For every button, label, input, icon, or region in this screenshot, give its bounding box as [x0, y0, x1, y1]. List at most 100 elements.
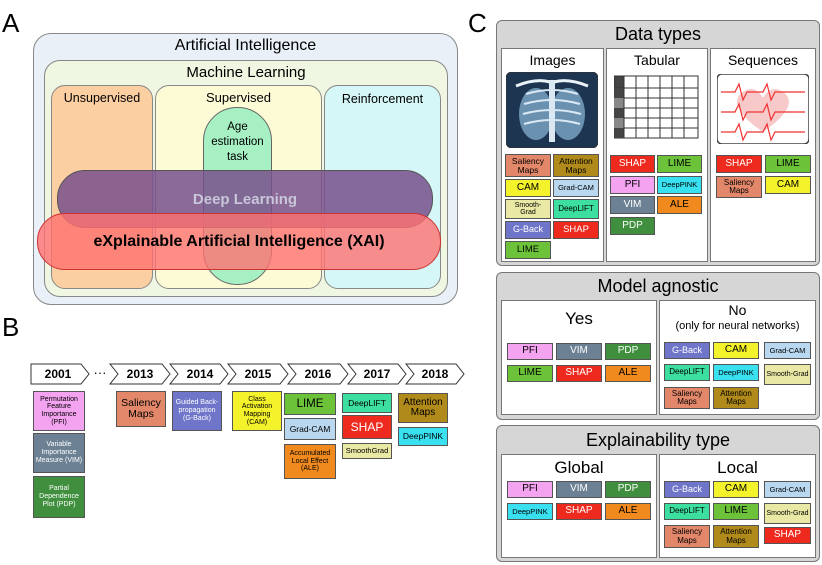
nn-gradcam: Grad-CAM — [764, 342, 811, 359]
agnostic-pfi: PFI — [507, 343, 553, 360]
sequences-lime: LIME — [765, 155, 811, 173]
timeline-arrow-2014 — [168, 363, 229, 385]
agnostic-pdp: PDP — [605, 343, 651, 360]
local-lime: LIME — [713, 503, 759, 520]
agnostic-vim: VIM — [556, 343, 602, 360]
panel-b-letter: B — [2, 312, 20, 342]
tabular-ale: ALE — [657, 196, 702, 214]
timeline-pfi: Permutation Feature Importance (PFI) — [33, 391, 85, 431]
local-gback: G-Back — [664, 481, 710, 498]
year-2013: 2013 — [126, 367, 154, 381]
nn-attention: Attention Maps — [713, 387, 759, 409]
timeline-arrow-2015 — [226, 363, 289, 385]
images-smoothgrad: Smooth-Grad — [505, 199, 551, 219]
tabular-pdp: PDP — [610, 217, 655, 235]
nn-deeplift: DeepLIFT — [664, 364, 710, 381]
timeline-arrow-2016 — [286, 363, 349, 385]
timeline-arrow-2018 — [404, 363, 465, 385]
panel-a-letter: A — [2, 8, 20, 38]
sequences-saliency: Saliency Maps — [716, 176, 762, 198]
local-gradcam: Grad-CAM — [764, 481, 811, 498]
global-pfi: PFI — [507, 481, 553, 498]
local-smoothgrad: Smooth-Grad — [764, 503, 811, 524]
deep-learning-label: Deep Learning — [192, 190, 298, 208]
timeline-arrow-2013 — [108, 363, 171, 385]
model-agnostic-title: Model agnostic — [597, 275, 719, 296]
timeline-gradcam: Grad-CAM — [284, 418, 336, 440]
agnostic-yes-title: Yes — [565, 309, 593, 328]
tabular-deeppink: DeepPINK — [657, 176, 702, 194]
reinforcement-label: Reinforcement — [341, 92, 424, 106]
xai-region: eXplainable Artificial Intelligence (XAI… — [37, 213, 441, 270]
agnostic-lime: LIME — [507, 365, 553, 382]
images-gback: G-Back — [505, 221, 551, 239]
nn-gback: G-Back — [664, 342, 710, 359]
table-icon — [614, 75, 699, 139]
ecg-icon — [717, 74, 809, 144]
ai-label: Artificial Intelligence — [174, 37, 317, 54]
timeline-arrow-2017 — [346, 363, 407, 385]
tabular-vim: VIM — [610, 196, 655, 214]
agnostic-no-subtitle: (only for neural networks) — [675, 320, 800, 332]
year-2018: 2018 — [421, 367, 449, 381]
tabular-title: Tabular — [634, 52, 680, 68]
global-pdp: PDP — [605, 481, 651, 498]
sequences-cam: CAM — [765, 176, 811, 194]
explainability-title: Explainability type — [585, 429, 731, 450]
timeline-deeplift: DeepLIFT — [342, 393, 392, 413]
global-shap: SHAP — [556, 503, 602, 520]
timeline-arrow-2001 — [30, 363, 90, 385]
year-2015: 2015 — [244, 367, 272, 381]
supervised-label: Supervised — [205, 90, 272, 105]
timeline-ellipsis: ··· — [93, 364, 107, 380]
xray-icon — [506, 72, 598, 148]
images-saliency: Saliency Maps — [505, 154, 551, 177]
timeline-cam: Class Activation Mapping (CAM) — [232, 391, 282, 431]
year-2017: 2017 — [363, 367, 391, 381]
global-ale: ALE — [605, 503, 651, 520]
tabular-pfi: PFI — [610, 176, 655, 194]
tabular-shap: SHAP — [610, 155, 655, 173]
year-2001: 2001 — [44, 367, 72, 381]
sequences-title: Sequences — [727, 52, 799, 68]
xai-label: eXplainable Artificial Intelligence (XAI… — [93, 232, 385, 250]
local-shap: SHAP — [764, 527, 811, 544]
images-deeplift: DeepLIFT — [553, 199, 599, 219]
timeline-smoothgrad: SmoothGrad — [342, 443, 392, 459]
timeline-arrows — [30, 363, 465, 385]
panel-c-letter: C — [468, 8, 487, 38]
ml-label: Machine Learning — [186, 64, 306, 81]
local-saliency: Saliency Maps — [664, 525, 710, 548]
timeline-shap: SHAP — [342, 415, 392, 439]
timeline-ale: Accumulated Local Effect (ALE) — [284, 444, 336, 479]
timeline-deeppink: DeepPINK — [398, 427, 448, 446]
global-vim: VIM — [556, 481, 602, 498]
images-attention: Attention Maps — [553, 154, 599, 177]
images-lime: LIME — [505, 241, 551, 259]
tabular-lime: LIME — [657, 155, 702, 173]
timeline-gback: Guided Back-propagation (G-Back) — [172, 391, 222, 431]
timeline-saliency: Saliency Maps — [116, 391, 166, 427]
nn-saliency: Saliency Maps — [664, 387, 710, 409]
images-gradcam: Grad-CAM — [553, 179, 599, 197]
nn-deeppink: DeepPINK — [713, 364, 759, 381]
year-2016: 2016 — [304, 367, 332, 381]
local-deeplift: DeepLIFT — [664, 503, 710, 520]
age-task-label: Age estimation task — [211, 121, 264, 163]
images-shap: SHAP — [553, 221, 599, 239]
sequences-shap: SHAP — [716, 155, 762, 173]
timeline-lime: LIME — [284, 393, 336, 415]
global-title: Global — [554, 458, 604, 477]
agnostic-ale: ALE — [605, 365, 651, 382]
year-2014: 2014 — [186, 367, 214, 381]
timeline-attention: Attention Maps — [398, 393, 448, 423]
timeline-pdp: Partial Dependence Plot (PDP) — [33, 476, 85, 518]
agnostic-no-title: No — [728, 302, 747, 318]
agnostic-shap: SHAP — [556, 365, 602, 382]
data-types-title: Data types — [614, 23, 702, 44]
unsupervised-label: Unsupervised — [63, 91, 141, 105]
local-cam: CAM — [713, 481, 759, 498]
nn-smoothgrad: Smooth-Grad — [764, 364, 811, 385]
global-deeppink: DeepPINK — [507, 503, 553, 520]
timeline-vim: Variable Importance Measure (VIM) — [33, 433, 85, 473]
